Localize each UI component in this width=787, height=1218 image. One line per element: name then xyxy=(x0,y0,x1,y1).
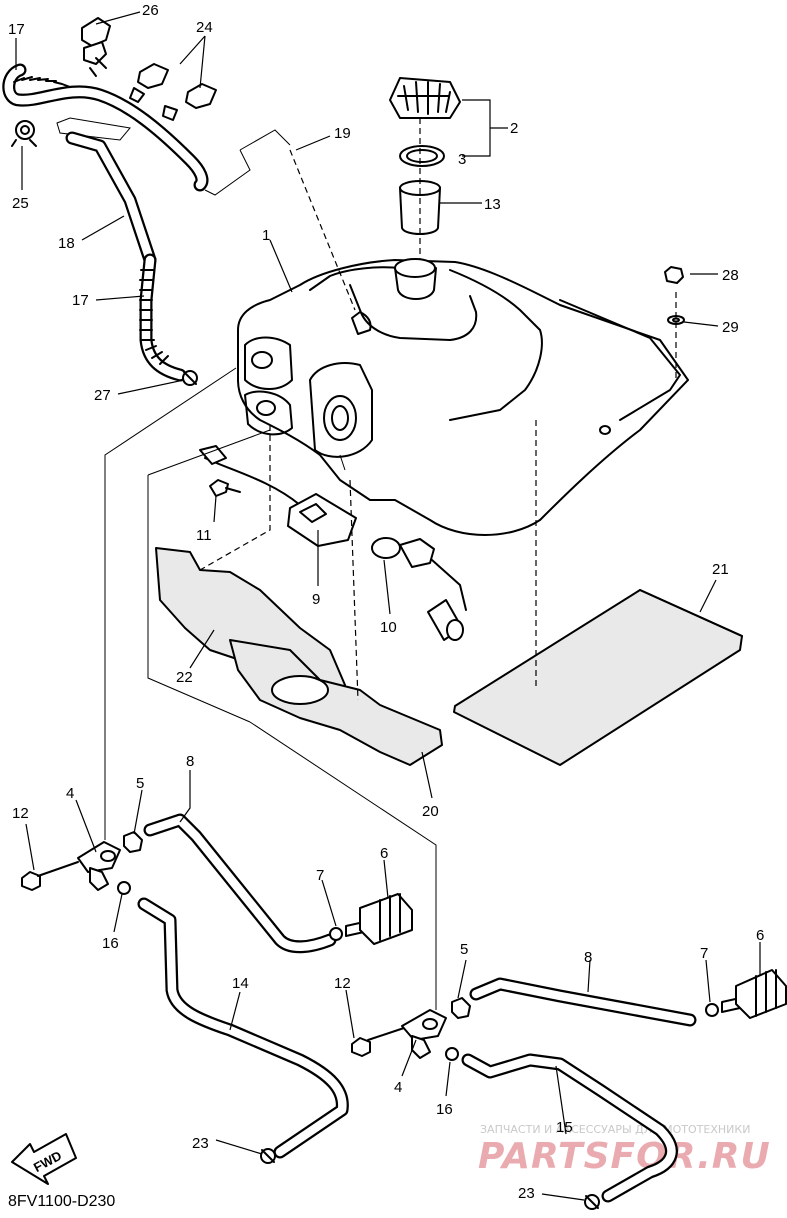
part-28-nut xyxy=(664,266,684,284)
callout-13: 13 xyxy=(484,196,501,213)
part-6-fuel-filter-left xyxy=(345,893,413,945)
part-12-bolt-right xyxy=(351,1027,405,1057)
callout-26: 26 xyxy=(142,2,159,19)
callout-8-right: 8 xyxy=(584,949,592,966)
part-16-clip-right xyxy=(445,1047,459,1061)
callout-21: 21 xyxy=(712,561,729,578)
callout-12-right: 12 xyxy=(334,975,351,992)
routing-line xyxy=(204,129,291,196)
part-24-hose-clamps xyxy=(129,63,217,121)
part-11-screw xyxy=(209,479,241,497)
callout-3: 3 xyxy=(458,151,466,168)
part-5-seal-right xyxy=(451,997,471,1019)
callout-4-left: 4 xyxy=(66,785,74,802)
watermark-tagline: ЗАПЧАСТИ И АКСЕССУАРЫ ДЛЯ МОТОТЕХНИКИ xyxy=(480,1123,750,1136)
callout-6-left: 6 xyxy=(380,845,388,862)
callout-1: 1 xyxy=(262,227,270,244)
callout-28: 28 xyxy=(722,267,739,284)
diagram-code: 8FV1100-D230 xyxy=(8,1193,115,1210)
part-27-clip xyxy=(182,370,198,386)
part-26-clip xyxy=(81,17,111,77)
part-3-cap-gasket xyxy=(399,145,445,167)
part-17-breather-hose xyxy=(2,63,209,192)
callout-22: 22 xyxy=(176,669,193,686)
part-15-fuel-hose xyxy=(461,1053,678,1203)
callout-labels: 26 24 17 25 18 17 27 19 2 3 13 1 28 29 1… xyxy=(8,2,764,1202)
part-12-bolt-left xyxy=(21,861,79,891)
part-23-clip-left xyxy=(260,1148,276,1164)
callout-17-top: 17 xyxy=(8,21,25,38)
part-21-mat xyxy=(453,589,743,766)
callout-11: 11 xyxy=(196,527,212,544)
callout-23-left: 23 xyxy=(192,1135,209,1152)
part-25-clip xyxy=(11,120,37,147)
callout-2: 2 xyxy=(510,120,518,137)
callout-9: 9 xyxy=(312,591,320,608)
part-23-clip-right xyxy=(584,1194,600,1210)
part-16-clip-left xyxy=(117,881,131,895)
part-5-seal-left xyxy=(123,831,143,853)
part-29-washer xyxy=(667,315,685,325)
callout-5-left: 5 xyxy=(136,775,144,792)
callout-5-right: 5 xyxy=(460,941,468,958)
callout-25: 25 xyxy=(12,195,29,212)
fwd-arrow: FWD xyxy=(11,1133,77,1185)
part-1-fuel-tank xyxy=(237,258,689,536)
callout-15: 15 xyxy=(556,1119,573,1136)
callout-24: 24 xyxy=(196,19,213,36)
callout-18: 18 xyxy=(58,235,75,252)
assembly-lines xyxy=(104,118,677,1010)
part-8-fuel-hose-left xyxy=(143,813,337,954)
part-4-fuel-cock-left xyxy=(77,841,121,891)
callout-16-right: 16 xyxy=(436,1101,453,1118)
part-17-lower-hose xyxy=(139,253,187,382)
callout-14: 14 xyxy=(232,975,249,992)
callout-6-right: 6 xyxy=(756,927,764,944)
callout-29: 29 xyxy=(722,319,739,336)
callout-27: 27 xyxy=(94,387,111,404)
part-7-clip-right xyxy=(705,1003,719,1017)
callout-10: 10 xyxy=(380,619,397,636)
callout-19: 19 xyxy=(334,125,351,142)
watermark-logo: PARTSFOR.RU xyxy=(478,1136,771,1177)
callout-20: 20 xyxy=(422,803,439,820)
part-9-fuel-sender xyxy=(199,445,357,547)
part-6-fuel-filter-right xyxy=(721,969,787,1019)
callout-23-right: 23 xyxy=(518,1185,535,1202)
callout-7-right: 7 xyxy=(700,945,708,962)
callout-8-left: 8 xyxy=(186,753,194,770)
part-10-float-arm xyxy=(371,537,467,641)
callout-17: 17 xyxy=(72,292,89,309)
part-4-fuel-cock-right xyxy=(401,1009,447,1059)
callout-16-left: 16 xyxy=(102,935,119,952)
label-plate xyxy=(56,117,131,141)
part-20-seat-protector xyxy=(229,639,443,766)
callout-7-left: 7 xyxy=(316,867,324,884)
part-18-breather-pipe xyxy=(65,131,157,267)
watermark: ЗАПЧАСТИ И АКСЕССУАРЫ ДЛЯ МОТОТЕХНИКИ PA… xyxy=(478,1123,771,1177)
part-7-clip-left xyxy=(329,927,343,941)
leader-lines xyxy=(15,11,761,1201)
callout-12-left: 12 xyxy=(12,805,29,822)
part-8-fuel-hose-right xyxy=(469,977,697,1027)
part-2-fuel-cap xyxy=(389,77,461,119)
callout-4-right: 4 xyxy=(394,1079,402,1096)
